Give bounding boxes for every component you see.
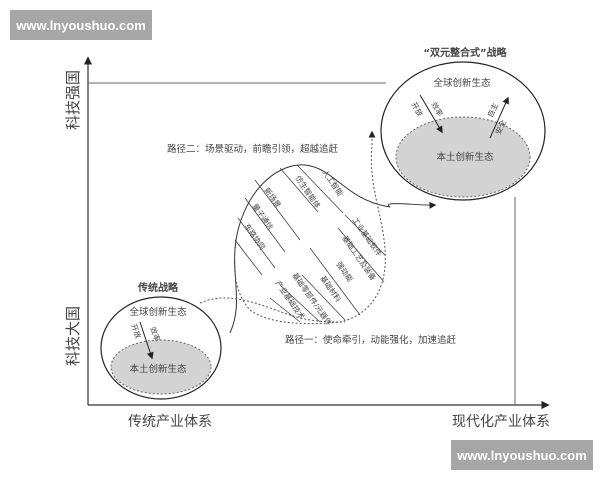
x-right-label: 现代化产业体系 xyxy=(452,414,550,430)
traditional-strategy-ellipse: 传统战略 全球创新生态 本土创新生态 开放 效率 xyxy=(100,281,222,400)
right-title: “双元整合式”战略 xyxy=(423,46,507,59)
right-outer-label: 全球创新生态 xyxy=(433,77,491,89)
path1-label: 路径一：使命牵引，动能强化，加速追赶 xyxy=(285,334,457,346)
right-up-a: 自主 xyxy=(485,101,501,119)
blob-items: 仿生智能体人工智能新场景量子通信车路协同……工业基础软件基础工艺及装备强动能基础… xyxy=(236,167,384,327)
left-arrow-a: 开放 xyxy=(129,322,144,340)
path2-label: 路径二：场景驱动，前瞻引领，超越追赶 xyxy=(167,143,339,155)
dual-integration-strategy-ellipse: “双元整合式”战略 全球创新生态 本土创新生态 开放 效率 自主 安全 xyxy=(380,46,546,201)
left-down-arrow xyxy=(139,321,154,360)
watermark-bottom-right: www.lnyoushuo.com xyxy=(451,440,593,470)
blob-item: 仿生智能体 xyxy=(293,173,323,210)
right-inner-label: 本土创新生态 xyxy=(436,151,494,163)
left-inner-label: 本土创新生态 xyxy=(129,363,187,375)
blob-item: 强动能 xyxy=(334,259,355,284)
blob-item: …… xyxy=(236,240,252,257)
y-top-label: 科技强国 xyxy=(64,70,82,130)
x-left-label: 传统产业体系 xyxy=(128,414,212,430)
y-bottom-label: 科技大国 xyxy=(64,306,82,366)
transition-blob xyxy=(199,130,437,334)
left-outer-label: 全球创新生态 xyxy=(129,306,187,318)
right-down-a: 开放 xyxy=(409,100,425,118)
right-down-arrow xyxy=(419,94,443,134)
left-title: 传统战略 xyxy=(137,281,179,294)
blob-item: 新场景 xyxy=(262,185,283,210)
watermark-top-left: www.lnyoushuo.com xyxy=(10,10,152,40)
right-up-arrow xyxy=(489,96,509,139)
